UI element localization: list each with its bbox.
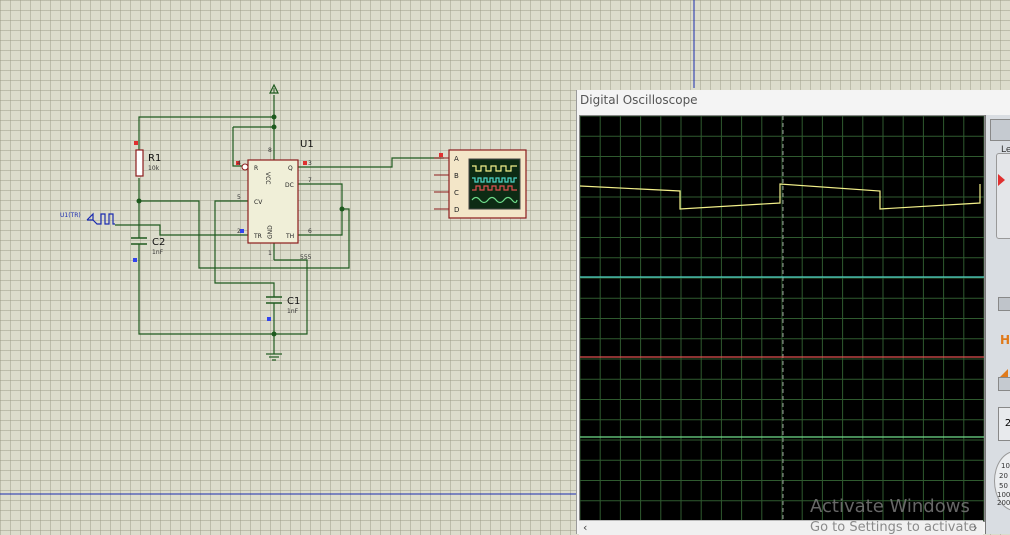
- pin-label-gnd: GND: [267, 225, 274, 239]
- pin-number-2: 2: [237, 228, 241, 235]
- pin-label-th: TH: [285, 233, 294, 240]
- c2-pin-marker: [133, 258, 137, 262]
- u1-trigger-pin-marker: [240, 229, 244, 233]
- junction-dots: [136, 114, 345, 337]
- level-label: Le: [1001, 145, 1010, 155]
- pin-label-cv: CV: [254, 199, 263, 206]
- c2-ref-label: C2: [152, 237, 165, 248]
- u1-reset-pin-marker: [236, 161, 240, 165]
- ground-terminal[interactable]: [266, 353, 282, 361]
- trigger-edge-icon: [1000, 369, 1008, 377]
- scroll-left-icon[interactable]: ‹: [583, 521, 588, 534]
- c1-pin-marker: [267, 317, 271, 321]
- oscilloscope-scrollbar[interactable]: ‹ ›: [579, 520, 983, 535]
- c1-value-label: 1nF: [287, 308, 299, 315]
- scope-channel-a-label: A: [454, 155, 459, 163]
- r1-ref-label: R1: [148, 153, 161, 164]
- wires[interactable]: [115, 95, 444, 354]
- pin-label-tr: TR: [253, 233, 262, 240]
- level-knob-frame[interactable]: [996, 153, 1010, 239]
- timebase-display: 2: [998, 407, 1010, 441]
- pin-number-5: 5: [237, 194, 241, 201]
- r1-value-label: 10k: [148, 165, 160, 172]
- trace-channel-a: [579, 183, 981, 210]
- power-terminal[interactable]: [269, 83, 279, 94]
- pin-label-r: R: [254, 165, 258, 172]
- reset-inversion-bubble: [241, 163, 249, 171]
- pin-number-4: 4: [237, 160, 241, 167]
- pin-number-3: 3: [308, 160, 312, 167]
- oscilloscope-symbol[interactable]: [448, 149, 527, 219]
- u1-output-pin-marker: [303, 161, 307, 165]
- horizontal-section-label: H: [1000, 333, 1010, 347]
- level-pointer-icon: [998, 174, 1005, 186]
- oscilloscope-window-title: Digital Oscilloscope: [580, 93, 698, 107]
- pin-number-6: 6: [308, 228, 312, 235]
- level-slider-handle[interactable]: [998, 297, 1010, 311]
- c2-capacitor[interactable]: [131, 237, 147, 245]
- knob-number-100: 100: [997, 491, 1010, 499]
- oscilloscope-screen[interactable]: [579, 115, 985, 522]
- oscilloscope-window[interactable]: Digital Oscilloscope ‹ › Le H 2 10 20 50: [576, 90, 1010, 535]
- u1-555-chip[interactable]: [247, 159, 299, 244]
- pin-number-1: 1: [268, 250, 272, 257]
- trigger-source-terminal[interactable]: [86, 212, 115, 225]
- u1-ref-label: U1: [300, 139, 314, 150]
- horizontal-mode-button[interactable]: [998, 377, 1010, 391]
- pin-label-q: Q: [288, 165, 293, 172]
- activate-windows-title: Activate Windows: [810, 496, 970, 517]
- scope-a-pin-marker: [439, 153, 443, 157]
- c1-ref-label: C1: [287, 296, 300, 307]
- timebase-knob[interactable]: 10 20 50 100 200: [994, 451, 1010, 511]
- scope-channel-d-label: D: [454, 206, 459, 214]
- pin-label-vcc: VCC: [264, 172, 271, 184]
- scroll-right-icon[interactable]: ›: [973, 521, 978, 534]
- c1-capacitor[interactable]: [266, 296, 282, 304]
- oscilloscope-control-panel[interactable]: Le H 2 10 20 50 100 200: [985, 115, 1010, 534]
- r1-pin-marker: [134, 141, 138, 145]
- u1-part-label: 555: [300, 254, 312, 261]
- c2-value-label: 1nF: [152, 249, 164, 256]
- scope-channel-c-label: C: [454, 189, 459, 197]
- knob-number-50: 50: [999, 482, 1008, 490]
- activate-windows-subtitle: Go to Settings to activate: [810, 520, 977, 535]
- pin-number-8: 8: [268, 147, 272, 154]
- trigger-terminal-label: U1(TR): [60, 212, 81, 219]
- knob-number-200: 200: [997, 499, 1010, 507]
- pin-label-dc: DC: [285, 182, 294, 189]
- knob-number-10: 10: [1001, 462, 1010, 470]
- channel-control-box[interactable]: [990, 119, 1010, 141]
- pin-number-7: 7: [308, 177, 312, 184]
- knob-number-20: 20: [999, 472, 1008, 480]
- scope-channel-b-label: B: [454, 172, 459, 180]
- r1-resistor[interactable]: [135, 149, 144, 177]
